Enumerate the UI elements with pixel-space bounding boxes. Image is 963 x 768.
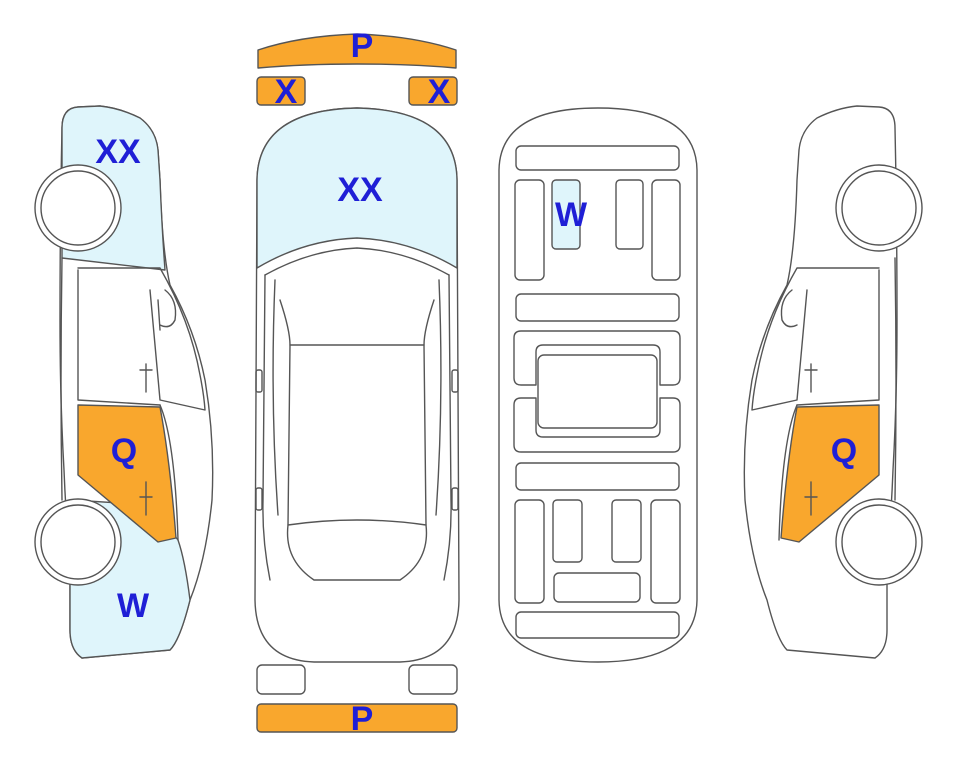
rear-bumper-code: P — [351, 700, 374, 738]
front-bumper-damage — [257, 33, 457, 69]
left-side-view — [34, 105, 214, 659]
front-left-light-code: X — [275, 73, 298, 111]
rear-right-light — [408, 664, 458, 695]
right-front-door-code: Q — [831, 432, 857, 470]
left-front-fender-code: XX — [95, 133, 141, 171]
right-side-view — [743, 105, 923, 659]
front-right-light-code: X — [428, 73, 451, 111]
right-rear-wheel — [835, 498, 923, 586]
rear-left-light — [256, 664, 306, 695]
hood-code: XX — [337, 171, 383, 209]
hood-damage — [256, 107, 458, 269]
top-view — [254, 33, 460, 733]
roof-panel-code: W — [555, 196, 588, 234]
right-front-wheel — [835, 164, 923, 252]
front-left-light-damage — [256, 76, 306, 106]
damage-labels: P X X XX XX Q W W Q P — [95, 27, 857, 738]
left-front-wheel — [34, 164, 122, 252]
front-right-light-damage — [408, 76, 458, 106]
frame-body — [498, 107, 698, 663]
frame-view — [498, 107, 698, 663]
left-front-door-code: Q — [111, 432, 137, 470]
left-rear-wheel — [34, 498, 122, 586]
right-front-door-damage — [780, 404, 880, 543]
left-rear-quarter-code: W — [117, 587, 150, 625]
rear-bumper-damage — [256, 703, 458, 733]
front-bumper-code: P — [351, 27, 374, 65]
left-front-door-damage — [77, 404, 177, 543]
frame-roof-damage — [551, 179, 581, 250]
